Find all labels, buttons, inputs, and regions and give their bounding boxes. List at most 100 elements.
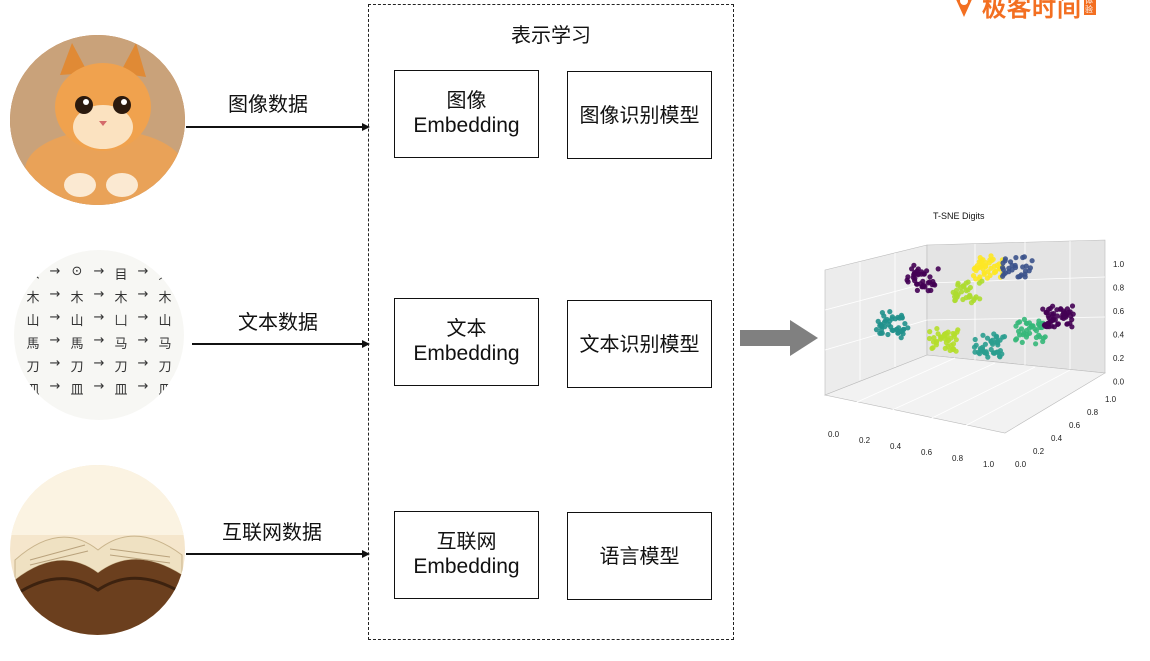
arrow-text-to-frame: [192, 343, 362, 345]
scatter-point: [942, 345, 948, 351]
scatter-point: [995, 349, 1001, 355]
scatter-point: [1037, 334, 1043, 340]
ancient-char-4: 目: [114, 268, 128, 283]
scatter-point: [1055, 321, 1061, 327]
ancient-char-11: 木: [114, 291, 128, 306]
scatter-point: [1057, 306, 1063, 312]
scatter-point: [983, 263, 989, 269]
scatter-point: [1068, 313, 1074, 319]
scatter-point: [1054, 313, 1060, 319]
scatter-point: [1044, 324, 1050, 330]
ancient-char-34: 刀: [158, 360, 172, 375]
scatter-point: [952, 297, 958, 303]
scatter-point: [979, 260, 985, 267]
scatter-point: [985, 269, 991, 275]
scatter-point: [955, 280, 961, 286]
ancient-char-32: 刀: [114, 360, 128, 375]
y-tick-label: 1.0: [1105, 395, 1117, 404]
scatter-point: [984, 275, 990, 281]
scatter-point: [894, 327, 900, 333]
z-tick-label: 0.8: [1113, 284, 1125, 293]
scatter-point: [988, 346, 994, 353]
ancient-char-25: 马: [114, 337, 128, 352]
brand-logo: 极客时间 体验: [950, 0, 1096, 22]
ancient-char-29: →: [49, 356, 61, 371]
scatter-point: [965, 287, 971, 293]
scatter-point: [979, 344, 986, 350]
ancient-char-9: 木: [70, 291, 84, 306]
arrow-head-icon: [362, 123, 370, 131]
z-tick-label: 0.4: [1113, 331, 1125, 340]
scatter-point: [991, 350, 997, 356]
scatter-point: [898, 329, 905, 335]
scatter-point: [1027, 330, 1033, 336]
scatter-point: [914, 287, 920, 293]
ancient-char-14: 山: [26, 314, 40, 329]
scatter-point: [885, 331, 891, 338]
ancient-characters-image: 木→⊙→目→︿木→木→木→木山→山→凵→山馬→馬→马→马刀→刀→刀→刀皿→皿→皿…: [14, 250, 184, 420]
scatter-point: [934, 326, 940, 332]
scatter-point: [975, 349, 981, 355]
ancient-char-3: →: [93, 264, 105, 279]
x-tick-label: 0.6: [921, 448, 933, 457]
scatter-point: [1033, 341, 1039, 347]
ancient-char-35: 皿: [26, 383, 40, 398]
ancient-char-22: →: [49, 333, 61, 348]
box-line2: Embedding: [413, 555, 520, 579]
x-tick-label: 0.8: [952, 454, 964, 463]
representation-learning-frame: 表示学习: [368, 4, 734, 640]
scatter-point: [877, 330, 883, 336]
ancient-char-27: 马: [158, 337, 172, 352]
arrow-image-to-frame: [186, 126, 362, 128]
scatter-point: [955, 327, 961, 333]
scatter-point: [1024, 320, 1030, 326]
x-tick-label: 0.4: [890, 442, 902, 451]
scatter-point: [984, 335, 991, 341]
scatter-point: [1002, 256, 1008, 262]
scatter-point: [926, 335, 933, 342]
scatter-point: [1064, 306, 1070, 312]
ancient-char-12: →: [137, 287, 149, 302]
scatter-point: [879, 310, 885, 316]
ancient-char-1: →: [49, 264, 61, 279]
scatter-point: [898, 335, 904, 341]
ancient-char-26: →: [137, 333, 149, 348]
scatter-point: [886, 318, 893, 324]
source-label-internet: 互联网数据: [222, 520, 322, 544]
scatter-point: [967, 294, 973, 300]
scatter-point: [1006, 265, 1012, 271]
scatter-point: [991, 263, 997, 269]
scatter-point: [1001, 271, 1007, 277]
scatter-point: [997, 337, 1003, 343]
ancient-char-24: →: [93, 333, 105, 348]
box-line1: 图像: [446, 88, 487, 113]
scatter-point: [943, 340, 949, 346]
scatter-point: [950, 341, 957, 347]
ancient-char-7: 木: [26, 291, 40, 306]
scatter-point: [921, 271, 927, 277]
ancient-char-39: 皿: [114, 383, 128, 398]
scatter-point: [1044, 310, 1050, 316]
scatter-point: [912, 278, 918, 284]
scatter-point: [899, 314, 905, 320]
scatter-point: [953, 293, 959, 299]
model-label: 文本识别模型: [579, 331, 700, 356]
ancient-char-5: →: [137, 264, 149, 279]
scatter-point: [970, 273, 977, 279]
scatter-point: [1026, 325, 1032, 331]
cat-photo: [10, 35, 185, 205]
ancient-char-21: 馬: [26, 337, 40, 352]
scatter-point: [1064, 321, 1071, 327]
x-tick-label: 0.2: [859, 436, 871, 445]
scatter-point: [1029, 258, 1035, 264]
scatter-point: [1013, 323, 1019, 329]
z-tick-label: 0.0: [1113, 378, 1125, 387]
scatter-point: [1019, 339, 1025, 345]
ancient-char-18: 凵: [114, 314, 128, 329]
scatter-point: [1040, 338, 1046, 345]
logo-badge: 体验: [1084, 0, 1096, 15]
ancient-char-20: 山: [158, 314, 172, 329]
book-illustration: [10, 465, 185, 635]
y-tick-label: 0.8: [1087, 408, 1099, 417]
